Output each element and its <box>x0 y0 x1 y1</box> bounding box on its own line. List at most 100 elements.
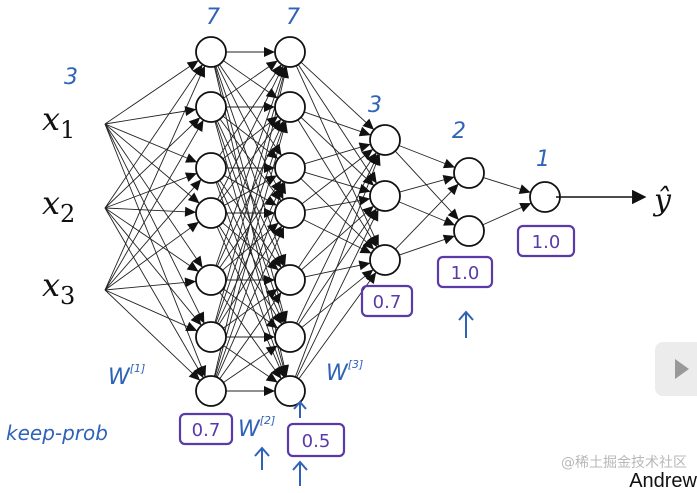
arrowhead <box>274 226 285 239</box>
arrowhead <box>442 158 456 169</box>
pointer-arrow-layer4 <box>458 310 474 338</box>
weight-labels: W[1] W[2] W[3] <box>108 358 363 442</box>
edge <box>296 209 379 378</box>
arrowhead <box>270 292 282 305</box>
edge <box>304 111 371 136</box>
edge <box>104 123 203 268</box>
arrowhead <box>265 88 278 99</box>
layer5-count-label: 1 <box>536 147 550 172</box>
edge <box>104 207 197 213</box>
arrowhead <box>271 312 282 325</box>
arrowhead <box>270 366 282 379</box>
edge <box>104 123 206 378</box>
arrowhead <box>362 205 374 217</box>
neuron-node-layer1 <box>195 197 227 229</box>
edge <box>223 60 278 99</box>
arrowhead <box>362 174 375 186</box>
edge <box>104 123 198 163</box>
edge <box>304 171 371 193</box>
edge <box>104 207 204 379</box>
edge <box>104 123 200 204</box>
keep-prob-value-layer4: 1.0 <box>451 263 480 284</box>
keep-prob-value-layer5: 1.0 <box>532 232 561 253</box>
arrowhead <box>519 203 532 213</box>
keep-prob-box-layer5 <box>516 224 576 258</box>
arrowhead <box>518 184 531 194</box>
edge-arrowheads <box>184 47 532 396</box>
keep-prob-box-layer2 <box>286 422 346 458</box>
edge <box>300 61 375 131</box>
edge <box>104 117 201 209</box>
edge <box>395 183 459 250</box>
neuron-node-layer2 <box>274 264 306 296</box>
edge <box>304 198 371 211</box>
pointer-arrow-w2 <box>254 446 270 470</box>
play-icon[interactable] <box>655 342 697 396</box>
edge <box>104 289 198 332</box>
edge <box>301 148 374 205</box>
arrowhead <box>361 269 374 281</box>
arrowhead <box>358 183 371 194</box>
edge <box>300 178 375 250</box>
arrowhead <box>442 175 455 185</box>
edge <box>304 262 371 278</box>
keep-prob-value-layer1: 0.7 <box>192 420 221 441</box>
edge <box>104 60 199 125</box>
edge <box>298 271 377 380</box>
arrowhead <box>266 116 279 127</box>
arrowhead <box>265 288 278 300</box>
edge <box>104 179 202 291</box>
neuron-node-layer1 <box>195 321 227 353</box>
layer2-count-label: 7 <box>286 5 300 30</box>
edge <box>394 150 460 221</box>
edge <box>104 280 197 291</box>
neuron-node-layer2 <box>274 152 306 184</box>
edge <box>214 121 287 377</box>
pointer-arrow-layer2 <box>292 460 308 486</box>
neuron-node-layer3 <box>369 180 401 212</box>
arrowhead <box>186 60 199 71</box>
neuron-node-layer1 <box>195 264 227 296</box>
arrowhead <box>187 221 199 233</box>
arrowhead <box>193 365 204 379</box>
input-sub-1: 1 <box>60 116 75 144</box>
arrowhead <box>265 345 278 356</box>
edge <box>297 119 378 248</box>
neuron-node-layer1 <box>195 36 227 68</box>
keep-prob-value-layer2: 0.5 <box>302 431 331 452</box>
keep-prob-box-layer4 <box>436 255 494 289</box>
arrowhead <box>264 332 275 342</box>
edge <box>104 221 200 291</box>
input-label-x1: x1 <box>42 100 75 144</box>
arrowhead <box>188 117 201 129</box>
arrowhead <box>266 222 279 234</box>
edge <box>222 115 279 160</box>
arrowhead <box>192 255 203 268</box>
watermark-text: @稀土掘金技术社区 <box>561 455 687 471</box>
neuron-node-layer4 <box>453 157 485 189</box>
arrowhead <box>369 209 379 222</box>
edge <box>219 64 282 156</box>
arrowhead <box>184 277 197 288</box>
neuron-node-layer5 <box>529 181 561 213</box>
keep-prob-box-layer1 <box>178 412 234 446</box>
arrowhead <box>442 234 455 245</box>
edge <box>217 65 284 200</box>
edge <box>104 119 204 291</box>
weight-label-w3: W[3] <box>326 358 363 386</box>
arrowhead <box>184 206 197 217</box>
edge <box>104 172 198 209</box>
arrowhead <box>194 311 205 324</box>
layer4-count-label: 2 <box>452 119 466 144</box>
arrowhead <box>264 47 275 57</box>
edge <box>104 108 197 125</box>
arrowhead <box>188 369 201 381</box>
neuron-node-layer3 <box>369 244 401 276</box>
edge <box>216 226 285 378</box>
neuron-node-layer2 <box>274 375 306 407</box>
arrowhead <box>264 163 275 173</box>
arrowhead <box>361 149 374 160</box>
edge <box>104 65 206 291</box>
arrowhead <box>362 238 375 250</box>
